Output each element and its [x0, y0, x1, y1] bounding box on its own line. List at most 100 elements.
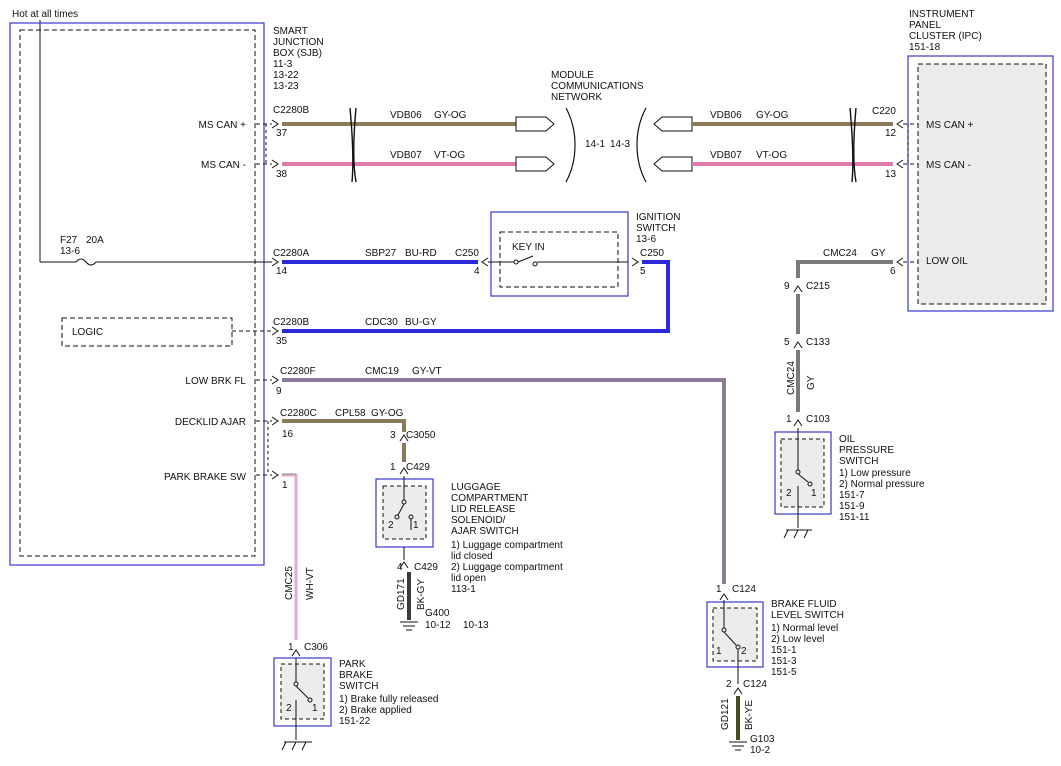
fuse-symbol: [75, 258, 97, 266]
sjb-name-label: SMART JUNCTION BOX (SJB) 11-3 13-22 13-2…: [273, 26, 324, 92]
ign-switch-blade: [517, 255, 534, 263]
brake-fluid-pin1: 1: [716, 646, 722, 657]
park-brake-label: PARK BRAKE SWITCH 1) Brake fully release…: [339, 659, 439, 727]
brake-fluid-box: [706, 601, 764, 668]
svg-text:151-5: 151-5: [771, 667, 797, 678]
c429a-connector: [399, 467, 409, 475]
can-plus-left-terminal: [515, 116, 555, 132]
brake-fluid-label: BRAKE FLUID LEVEL SWITCH 1) Normal level…: [771, 599, 844, 678]
sjb-park-brake-label: PARK BRAKE SW: [164, 472, 247, 483]
svg-text:PARK: PARK: [339, 659, 366, 670]
c124b-pin: 2: [726, 679, 732, 690]
vdb06-left-code: VDB06: [390, 110, 422, 121]
park-chassis-hatch-a: [281, 741, 287, 751]
mcn-ref-left: 14-1: [585, 139, 605, 150]
c103-connector: [793, 419, 803, 427]
logic-label: LOGIC: [72, 327, 103, 338]
c133-connector: [793, 341, 803, 349]
svg-text:BOX (SJB): BOX (SJB): [273, 48, 322, 59]
sbp27-code: SBP27: [365, 248, 397, 259]
ign-contact-b: [532, 261, 538, 267]
park-chassis-hatch-c: [301, 741, 307, 751]
g103-name: G103: [750, 734, 775, 745]
c103-conn: C103: [806, 414, 830, 425]
sjb-inner-dashed: [19, 29, 256, 557]
gd171-code: GD171: [396, 578, 407, 610]
c3050-connector: [399, 434, 409, 442]
twisted-pair-right-a: [849, 107, 854, 183]
pin-4-connector: [481, 257, 489, 267]
mcn-bracket-left: [565, 107, 576, 183]
pin-6: 6: [890, 266, 896, 277]
svg-text:MODULE: MODULE: [551, 70, 594, 81]
svg-text:1) Low pressure: 1) Low pressure: [839, 468, 911, 479]
pin-37: 37: [276, 128, 288, 139]
oil-switch-label: OIL PRESSURE SWITCH 1) Low pressure 2) N…: [839, 434, 925, 523]
c306-connector: [291, 649, 301, 657]
sjb-mscan-minus-label: MS CAN -: [201, 160, 246, 171]
vdb06-right-color: GY-OG: [756, 110, 789, 121]
wire-cpl58: [282, 419, 406, 432]
oil-blade: [797, 473, 809, 483]
pin-9: 9: [276, 386, 282, 397]
c3050-conn: C3050: [406, 430, 436, 441]
pin-37-connector: [271, 119, 279, 129]
can-plus-right-terminal: [653, 116, 693, 132]
luggage-label: LUGGAGE COMPARTMENT LID RELEASE SOLENOID…: [451, 482, 563, 595]
sjb-low-brk-label: LOW BRK FL: [185, 376, 246, 387]
vdb07-right-color: VT-OG: [756, 150, 787, 161]
pin-16: 16: [282, 429, 294, 440]
wire-cmc19: [282, 378, 726, 584]
pin-35-connector: [271, 326, 279, 336]
sjb-box: [9, 22, 265, 566]
svg-text:lid closed: lid closed: [451, 551, 493, 562]
svg-text:1) Brake fully released: 1) Brake fully released: [339, 694, 439, 705]
c429a-conn: C429: [406, 462, 430, 473]
c215-connector: [793, 285, 803, 293]
twisted-pair-left-b: [352, 107, 357, 183]
park-chassis-hatch-b: [291, 741, 297, 751]
svg-text:CLUSTER (IPC): CLUSTER (IPC): [909, 31, 982, 42]
svg-text:1) Normal level: 1) Normal level: [771, 623, 838, 634]
svg-text:BRAKE FLUID: BRAKE FLUID: [771, 599, 837, 610]
pin-14-connector: [271, 257, 279, 267]
svg-text:BRAKE: BRAKE: [339, 670, 373, 681]
cdc30-code: CDC30: [365, 317, 398, 328]
mcn-bracket-right: [636, 107, 647, 183]
pin-6-connector: [896, 257, 904, 267]
c429a-pin: 1: [390, 462, 396, 473]
luggage-pin2: 2: [388, 520, 394, 531]
cpl58-color: GY-OG: [371, 408, 404, 419]
park-brake-inner: [280, 663, 325, 720]
vdb07-right-code: VDB07: [710, 150, 742, 161]
oil-chassis-hatch-a: [783, 529, 789, 539]
c2280b-can-conn: C2280B: [273, 105, 309, 116]
svg-text:13-22: 13-22: [273, 70, 299, 81]
c2280a-conn: C2280A: [273, 248, 309, 259]
park-pin-connector: [271, 470, 279, 480]
pin-38-connector: [271, 159, 279, 169]
svg-text:LID RELEASE: LID RELEASE: [451, 504, 516, 515]
luggage-contact-b: [394, 514, 400, 520]
svg-text:151-18: 151-18: [909, 42, 941, 53]
wire-cmc25: [282, 473, 298, 640]
svg-text:113-1: 113-1: [451, 584, 476, 595]
c215-pin: 9: [784, 281, 790, 292]
vdb06-right-code: VDB06: [710, 110, 742, 121]
cmc25-code: CMC25: [284, 566, 295, 600]
c103-pin: 1: [786, 414, 792, 425]
c429b-connector: [399, 561, 409, 569]
park-pin: 1: [282, 480, 288, 491]
c124b-connector: [733, 687, 743, 695]
g400-name: G400: [425, 608, 450, 619]
svg-text:lid open: lid open: [451, 573, 486, 584]
svg-text:11-3: 11-3: [273, 59, 293, 70]
wire-cmc24-a: [796, 260, 893, 278]
oil-chassis-hatch-b: [793, 529, 799, 539]
ipc-inner: [917, 63, 1047, 305]
c3050-pin: 3: [390, 430, 396, 441]
sjb-decklid-label: DECKLID AJAR: [175, 417, 246, 428]
oil-pin1: 1: [811, 488, 817, 499]
svg-text:AJAR SWITCH: AJAR SWITCH: [451, 526, 519, 537]
park-pin1: 1: [312, 703, 318, 714]
